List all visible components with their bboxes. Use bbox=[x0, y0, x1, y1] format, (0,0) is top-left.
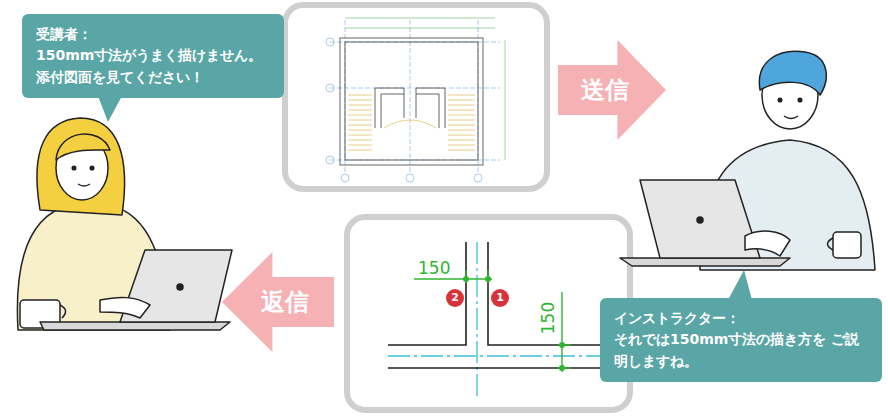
dimension-value: 150 bbox=[539, 302, 557, 334]
question-bubble: 受講者：150mm寸法がうまく描けません。 添付図面を見てください！ bbox=[22, 14, 284, 98]
reply-arrow: 返信 bbox=[222, 252, 334, 352]
bubble-tail bbox=[728, 270, 752, 300]
dimension-value: 150 bbox=[418, 259, 450, 277]
speaker-name: 受講者： bbox=[36, 24, 270, 44]
bubble-tail bbox=[98, 96, 122, 122]
detail-frame bbox=[347, 217, 630, 410]
callout-number: 2 bbox=[446, 289, 464, 307]
answer-bubble: インストラクター：それでは150mm寸法の描き方を ご説明しますね。 bbox=[600, 298, 882, 382]
message-text: 150mm寸法がうまく描けません。 添付図面を見てください！ bbox=[36, 44, 270, 88]
arrow-label: 送信 bbox=[558, 74, 666, 106]
send-arrow: 送信 bbox=[558, 40, 666, 140]
speaker-name: インストラクター： bbox=[614, 308, 868, 328]
message-text: それでは150mm寸法の描き方を ご説明しますね。 bbox=[614, 328, 868, 372]
plan-frame bbox=[285, 5, 547, 189]
student-figure bbox=[17, 118, 232, 330]
arrow-label: 返信 bbox=[222, 286, 334, 318]
callout-number: 1 bbox=[491, 289, 509, 307]
